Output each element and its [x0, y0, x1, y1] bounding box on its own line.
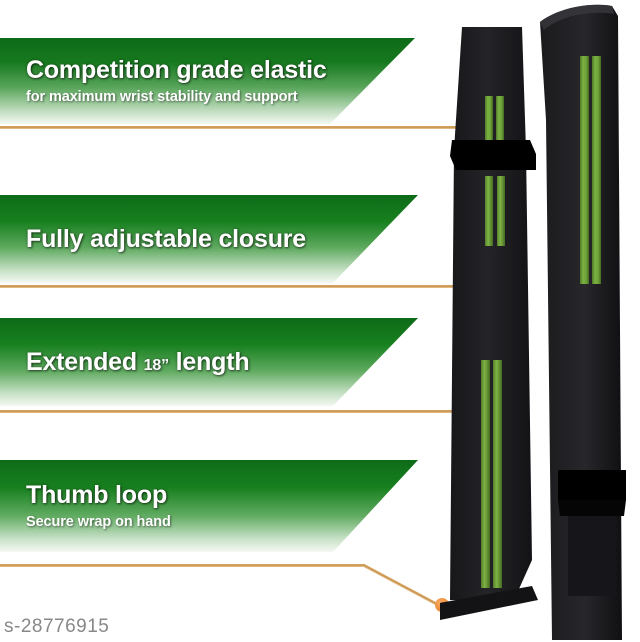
velcro-closure-patch — [558, 470, 626, 500]
feature-banner-fully-adjustable-closure: Fully adjustable closure — [0, 195, 418, 283]
elastic-green-stripe — [485, 96, 493, 146]
banner-shape — [0, 38, 415, 124]
callout-line-elastic — [0, 126, 492, 129]
wrap-back-top-edge — [540, 4, 614, 30]
callout-line-length — [0, 410, 474, 413]
banner-shape — [0, 318, 418, 406]
feature-banner-competition-grade-elastic: Competition grade elastic for maximum wr… — [0, 38, 415, 124]
wrap-front-body — [450, 27, 532, 600]
elastic-green-stripe — [493, 360, 502, 588]
wrist-wrap-front — [440, 27, 538, 620]
wrap-back-tail — [568, 516, 616, 596]
feature-banner-thumb-loop: Thumb loop Secure wrap on hand — [0, 460, 418, 552]
product-photo-wrist-wraps — [440, 4, 626, 640]
thumb-loop-strap — [440, 586, 538, 620]
elastic-green-stripe — [485, 176, 493, 246]
banner-shape — [0, 195, 418, 283]
feature-banner-extended-length: Extended 18” length — [0, 318, 418, 406]
watermark-product-code: s-28776915 — [4, 616, 110, 637]
velcro-closure-patch-shadow — [558, 500, 626, 516]
elastic-green-stripe — [592, 56, 601, 284]
elastic-green-stripe — [580, 56, 589, 284]
elastic-green-stripe — [497, 176, 505, 246]
elastic-green-stripe — [496, 96, 504, 146]
banner-shape — [0, 460, 418, 552]
callout-line-thumb-loop-diagonal — [363, 564, 443, 609]
callout-line-closure — [0, 285, 492, 288]
elastic-green-stripe — [481, 360, 490, 588]
callout-line-thumb-loop — [0, 564, 365, 567]
velcro-closure-patch — [450, 140, 536, 170]
wrist-wrap-back — [540, 4, 626, 640]
